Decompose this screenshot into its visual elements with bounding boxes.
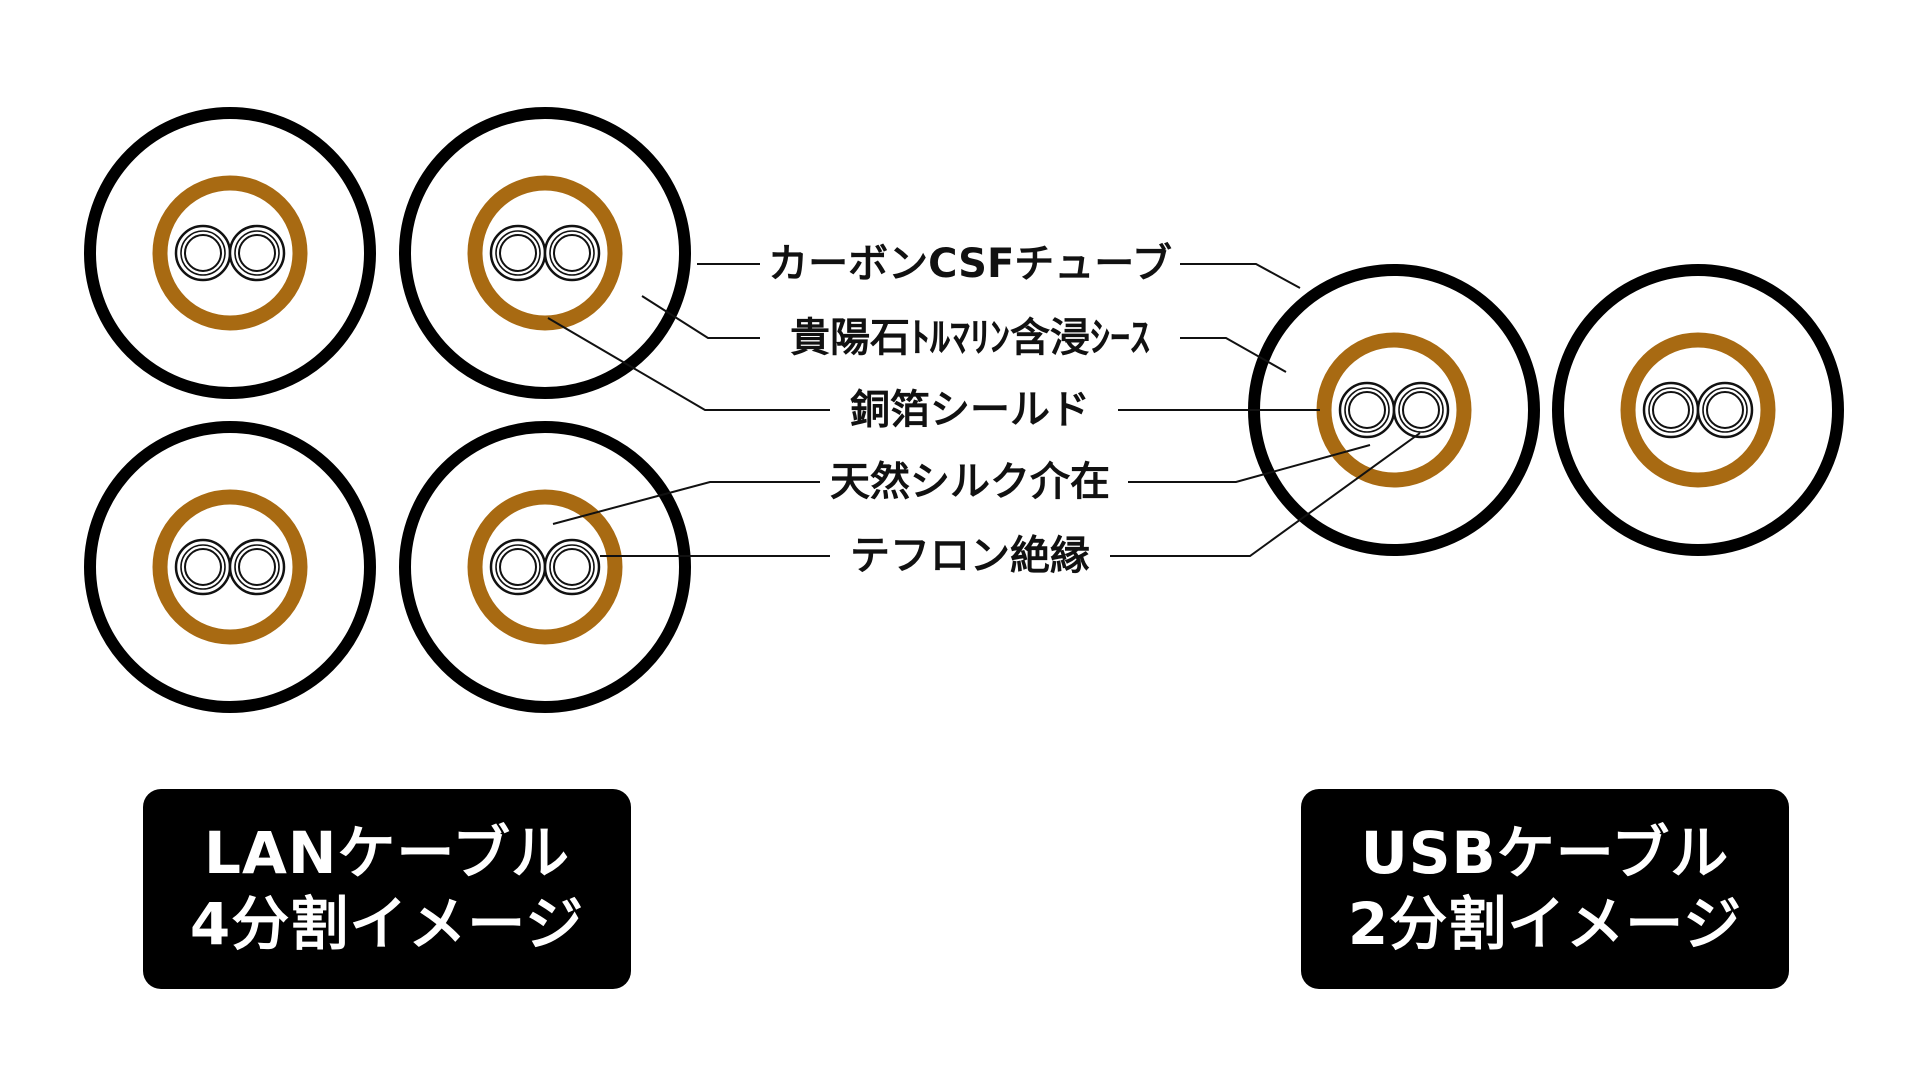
- conductor-middle-ring: [234, 230, 280, 276]
- conductor-inner-ring: [553, 548, 591, 586]
- lan-cable-1: [84, 107, 376, 399]
- lan-cable-badge: LANケーブル 4分割イメージ: [143, 789, 631, 989]
- conductor-middle-ring: [1648, 387, 1694, 433]
- conductor-outer-ring: [1392, 381, 1450, 439]
- conductor-inner-ring: [1706, 391, 1744, 429]
- lan-cable-4: [399, 421, 691, 713]
- lan-badge-line2: 4分割イメージ: [189, 890, 585, 958]
- conductor-1: [174, 224, 232, 282]
- label-teflon-insulation: テフロン絶縁: [850, 533, 1090, 579]
- conductor-outer-ring: [228, 538, 286, 596]
- conductor-inner-ring: [499, 548, 537, 586]
- conductor-2: [228, 224, 286, 282]
- conductor-middle-ring: [180, 230, 226, 276]
- leader-sheath-right: [1180, 337, 1287, 373]
- conductor-middle-ring: [180, 544, 226, 590]
- conductor-inner-ring: [553, 234, 591, 272]
- lan-badge-line1: LANケーブル: [204, 819, 570, 888]
- label-carbon-csf-tube: カーボンCSFチューブ: [768, 241, 1172, 287]
- conductor-middle-ring: [1398, 387, 1444, 433]
- conductor-middle-ring: [495, 544, 541, 590]
- conductor-2: [543, 538, 601, 596]
- conductor-2: [1696, 381, 1754, 439]
- usb-cable-badge: USBケーブル 2分割イメージ: [1301, 789, 1789, 989]
- conductor-2: [1392, 381, 1450, 439]
- conductor-middle-ring: [234, 544, 280, 590]
- conductor-1: [1642, 381, 1700, 439]
- conductor-inner-ring: [1402, 391, 1440, 429]
- conductor-inner-ring: [1652, 391, 1690, 429]
- leader-sheath-left: [641, 295, 760, 339]
- conductor-inner-ring: [1348, 391, 1386, 429]
- conductor-inner-ring: [184, 548, 222, 586]
- conductor-1: [489, 538, 547, 596]
- conductor-outer-ring: [543, 538, 601, 596]
- conductor-1: [1338, 381, 1396, 439]
- conductor-2: [543, 224, 601, 282]
- label-tourmaline-sheath: 貴陽石ﾄﾙﾏﾘﾝ含浸ｼｰｽ: [790, 315, 1150, 361]
- conductor-outer-ring: [1696, 381, 1754, 439]
- conductor-inner-ring: [238, 548, 276, 586]
- leader-silk-left: [552, 481, 820, 525]
- leader-shield-left: [547, 317, 830, 411]
- conductor-outer-ring: [228, 224, 286, 282]
- conductor-middle-ring: [549, 230, 595, 276]
- cable-group: [84, 107, 1844, 713]
- label-silk-filler: 天然シルク介在: [830, 459, 1110, 505]
- conductor-middle-ring: [1344, 387, 1390, 433]
- conductor-inner-ring: [184, 234, 222, 272]
- lan-cable-3: [84, 421, 376, 713]
- conductor-inner-ring: [238, 234, 276, 272]
- usb-cable-2: [1552, 264, 1844, 556]
- leader-carbon-right: [1180, 263, 1301, 289]
- leader-silk-right: [1128, 444, 1371, 483]
- conductor-middle-ring: [1702, 387, 1748, 433]
- conductor-1: [174, 538, 232, 596]
- leader-teflon-right: [1110, 432, 1421, 557]
- conductor-outer-ring: [543, 224, 601, 282]
- conductor-middle-ring: [549, 544, 595, 590]
- lan-cable-2: [399, 107, 691, 399]
- usb-badge-line1: USBケーブル: [1360, 819, 1730, 888]
- conductor-1: [489, 224, 547, 282]
- conductor-middle-ring: [495, 230, 541, 276]
- conductor-inner-ring: [499, 234, 537, 272]
- conductor-2: [228, 538, 286, 596]
- label-copper-foil-shield: 銅箔シールド: [850, 387, 1090, 433]
- leader-lines: [547, 263, 1421, 557]
- usb-badge-line2: 2分割イメージ: [1347, 890, 1743, 958]
- usb-cable-1: [1248, 264, 1540, 556]
